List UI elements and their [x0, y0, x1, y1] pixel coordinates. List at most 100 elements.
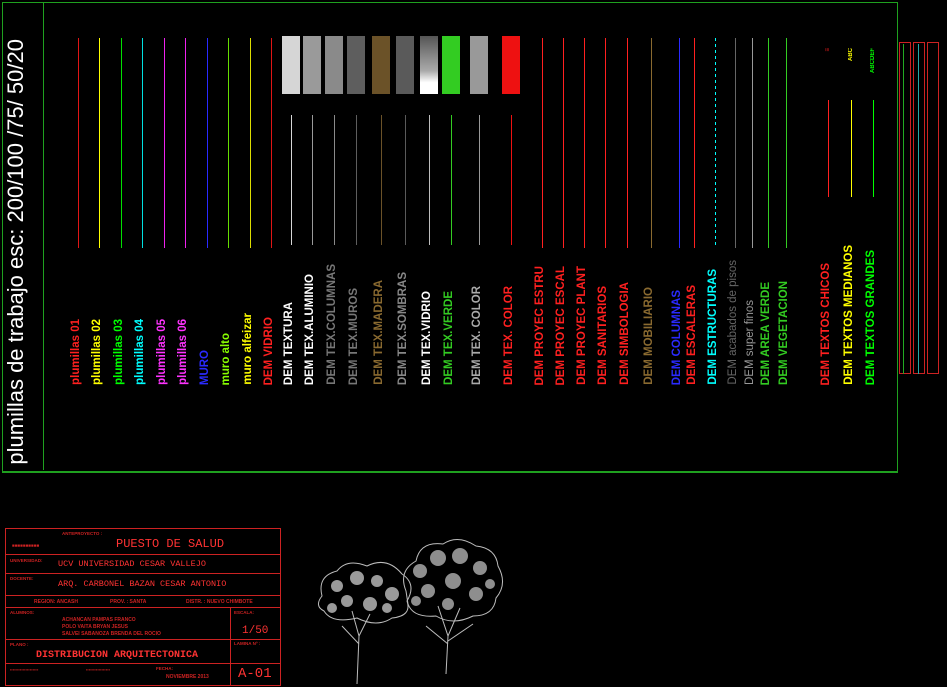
- layer-label: DEM acabados de pisos: [727, 260, 739, 385]
- rule-box-2: [913, 42, 925, 374]
- texture-label: DEM TEX. COLOR: [471, 285, 483, 385]
- layer-label: DEM SANITARIOS: [597, 286, 609, 385]
- distrito: DISTR. : NUEVO CHIMBOTE: [186, 599, 253, 605]
- layer-line: [563, 38, 564, 248]
- texture-swatch: [502, 36, 520, 94]
- pen-label: DEM VIDRIO: [263, 316, 275, 385]
- texture-label: DEM TEX.MUROS: [348, 287, 360, 385]
- texture-label: DEM TEX.VIDRIO: [421, 291, 433, 385]
- text-sample-mark: ABC: [848, 48, 854, 61]
- layer-line: [605, 38, 606, 248]
- tree-large-icon: [403, 539, 503, 675]
- texture-line: [405, 115, 406, 245]
- fecha-label: FECHA:: [156, 666, 173, 671]
- lamina-value: A-01: [238, 666, 272, 682]
- project-name: PUESTO DE SALUD: [116, 537, 225, 551]
- texture-swatch: [442, 36, 460, 94]
- texture-line: [451, 115, 452, 245]
- alumno-2: POLO VAITA BRYAN JESUS: [62, 624, 128, 630]
- texture-line: [312, 115, 313, 245]
- texture-label: DEM TEX.ALUMINIO: [304, 273, 316, 385]
- layer-label: DEM PROYEC ESTRU: [534, 265, 546, 386]
- pen-label: plumillas 02: [91, 319, 103, 385]
- logo-mark: ■■■■■■■■■■: [12, 543, 40, 548]
- layer-label: DEM ESTRUCTURAS: [707, 269, 719, 385]
- universidad-value: UCV UNIVERSIDAD CESAR VALLEJO: [58, 559, 206, 569]
- layer-line: [542, 38, 543, 248]
- texture-label: DEM TEX.VERDE: [443, 291, 455, 385]
- layer-line: [786, 38, 787, 248]
- layer-line: [694, 38, 695, 248]
- rule-box-3: [927, 42, 939, 374]
- escala-label: ESCALA:: [234, 610, 254, 615]
- layer-line: [679, 38, 680, 248]
- cad-mark: ▪▪▪▪▪▪▪▪▪▪▪▪▪▪▪▪▪▪▪▪: [10, 667, 39, 672]
- layer-label: DEM super finos: [744, 299, 756, 385]
- pen-line: [78, 38, 79, 248]
- pen-line: [142, 38, 143, 248]
- docente-value: ARQ. CARBONEL BAZAN CESAR ANTONIO: [58, 579, 227, 589]
- texture-swatch: [470, 36, 488, 94]
- layer-label: DEM VEGETACION: [778, 281, 790, 385]
- pen-label: plumillas 01: [70, 319, 82, 385]
- pen-label: muro alto: [220, 332, 232, 385]
- provincia: PROV. : SANTA: [110, 599, 147, 605]
- pen-label: plumillas 03: [113, 319, 125, 385]
- texture-swatch: [420, 36, 438, 94]
- rule-line: [903, 44, 904, 374]
- text-sample-mark: ≡: [825, 48, 831, 52]
- text-sample-mark: ABCDEF: [870, 48, 876, 73]
- text-layer-line: [873, 100, 874, 197]
- layer-label: DEM MOBILIARIO: [643, 287, 655, 385]
- texture-label: DEM TEX.COLUMNAS: [326, 264, 338, 385]
- tree-small-icon: [318, 561, 412, 685]
- layer-label: DEM PROYEC ESCAL: [555, 265, 567, 386]
- anteproyecto-label: ANTEPROYECTO :: [62, 531, 103, 536]
- text-layer-line: [851, 100, 852, 197]
- layer-label: DEM COLUMNAS: [671, 289, 683, 385]
- alumno-1: ACHANCAN PAMPAS FRANCO: [62, 617, 136, 623]
- texture-label: DEM TEXTURA: [283, 301, 295, 385]
- text-layer-label: DEM TEXTOS MEDIANOS: [843, 245, 855, 385]
- texture-line: [479, 115, 480, 245]
- texture-label: DEM TEX.MADERA: [373, 280, 385, 385]
- title-divider: [43, 2, 44, 470]
- cad-mark: ▪▪▪▪▪▪▪▪▪▪▪▪▪▪▪▪▪: [86, 667, 111, 672]
- drawing-frame: [2, 2, 898, 472]
- sheet-title: plumillas de trabajo esc: 200/100 /75/ 5…: [3, 39, 28, 465]
- fecha-value: NOVIEMBRE 2013: [166, 674, 209, 680]
- pen-label: plumillas 04: [134, 319, 146, 385]
- alumno-3: SALVEI SABANOZA BRENDA DEL ROCIO: [62, 631, 161, 637]
- layer-line: [735, 38, 736, 248]
- lamina-label: LAMINA Nº :: [234, 641, 261, 646]
- layer-line: [627, 38, 628, 248]
- layer-line: [651, 38, 652, 248]
- texture-swatch: [282, 36, 300, 94]
- texture-label: DEM TEX. COLOR: [503, 285, 515, 385]
- layer-line: [768, 38, 769, 248]
- texture-line: [334, 115, 335, 245]
- layer-line: [752, 38, 753, 248]
- texture-swatch: [325, 36, 343, 94]
- escala-value: 1/50: [242, 625, 269, 637]
- layer-label: DEM AREA VERDE: [760, 281, 772, 385]
- universidad-label: UNIVERSIDAD:: [10, 558, 43, 563]
- docente-label: DOCENTE:: [10, 576, 34, 581]
- texture-line: [429, 115, 430, 245]
- texture-line: [381, 115, 382, 245]
- text-layer-line: [828, 100, 829, 197]
- texture-swatch: [396, 36, 414, 94]
- layer-label: DEM SIMBOLOGIA: [619, 282, 631, 385]
- frame-bottom-line: [2, 472, 898, 473]
- layer-label: DEM PROYEC PLANT: [576, 266, 588, 385]
- layer-label: DEM ESCALERAS: [686, 285, 698, 385]
- texture-line: [511, 115, 512, 245]
- texture-swatch: [372, 36, 390, 94]
- pen-line: [164, 38, 165, 248]
- rule-line: [918, 44, 919, 374]
- texture-line: [291, 115, 292, 245]
- pen-line: [121, 38, 122, 248]
- pen-label: plumillas 06: [177, 319, 189, 385]
- pen-line: [250, 38, 251, 248]
- text-layer-label: DEM TEXTOS CHICOS: [820, 262, 832, 385]
